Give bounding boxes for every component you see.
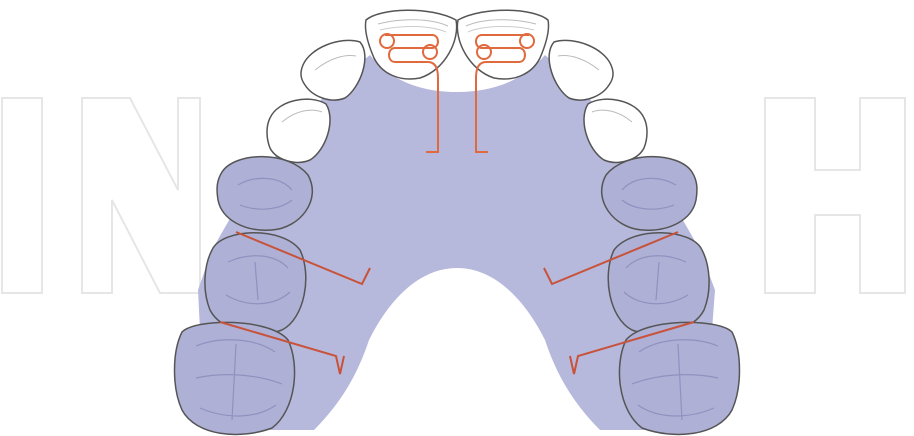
first-premolar-right bbox=[602, 157, 697, 231]
second-premolar-right bbox=[608, 233, 709, 334]
watermark-letter-n bbox=[82, 98, 200, 293]
watermark-letter-h bbox=[765, 98, 905, 293]
watermark-letter-i bbox=[2, 98, 42, 293]
first-premolar-left bbox=[217, 157, 312, 231]
second-premolar-left bbox=[205, 233, 306, 334]
